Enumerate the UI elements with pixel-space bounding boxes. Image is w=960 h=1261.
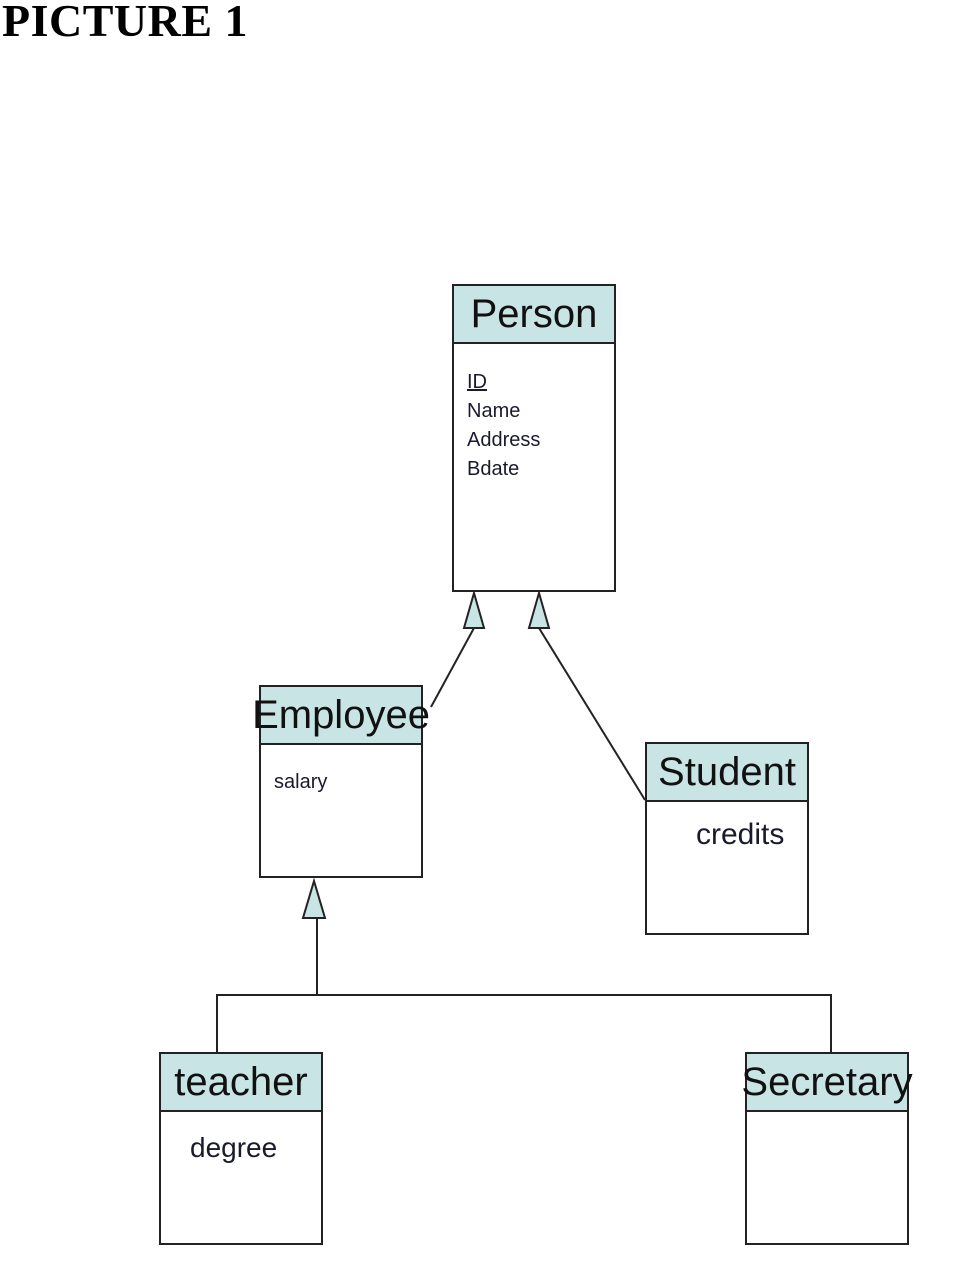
teacher-attribute-list: degree bbox=[161, 1112, 321, 1164]
employee-person-arrowhead bbox=[462, 589, 486, 629]
employee-attribute-salary: salary bbox=[274, 771, 328, 793]
employee-attribute-list: salary bbox=[261, 745, 421, 794]
page-title: PICTURE 1 bbox=[2, 0, 249, 46]
secretary-entity-header: Secretary bbox=[741, 1054, 913, 1112]
person-attribute-bdate: Bdate bbox=[467, 458, 520, 480]
secretary-entity[interactable]: Secretary bbox=[741, 1052, 913, 1245]
person-entity-header: Person bbox=[454, 286, 614, 344]
teacher-entity[interactable]: teacher degree bbox=[159, 1052, 323, 1245]
employee-entity-header: Employee bbox=[252, 687, 430, 745]
teacher-entity-name: teacher bbox=[174, 1060, 308, 1104]
student-person-connector bbox=[538, 627, 646, 801]
secretary-entity-name: Secretary bbox=[741, 1060, 913, 1104]
employee-entity-name: Employee bbox=[252, 693, 430, 737]
teacher-attribute-degree: degree bbox=[190, 1132, 278, 1163]
student-entity[interactable]: Student credits bbox=[645, 742, 809, 935]
person-attribute-list: ID Name Address Bdate bbox=[454, 344, 614, 484]
employee-subclass-branch bbox=[216, 994, 832, 1052]
student-entity-name: Student bbox=[658, 750, 796, 794]
person-attribute-name: Name bbox=[467, 400, 521, 422]
employee-entity[interactable]: Employee salary bbox=[252, 685, 430, 878]
employee-person-connector bbox=[430, 627, 475, 708]
person-attribute-address: Address bbox=[467, 429, 541, 451]
teacher-entity-header: teacher bbox=[161, 1054, 321, 1112]
person-entity-name: Person bbox=[470, 292, 598, 336]
student-attribute-list: credits bbox=[647, 802, 807, 852]
student-attribute-credits: credits bbox=[696, 818, 785, 851]
student-entity-header: Student bbox=[647, 744, 807, 802]
person-attribute-id: ID bbox=[467, 371, 487, 393]
employee-subclass-arrowhead bbox=[301, 877, 327, 919]
student-person-arrowhead bbox=[527, 589, 551, 629]
person-entity[interactable]: Person ID Name Address Bdate bbox=[452, 284, 616, 592]
